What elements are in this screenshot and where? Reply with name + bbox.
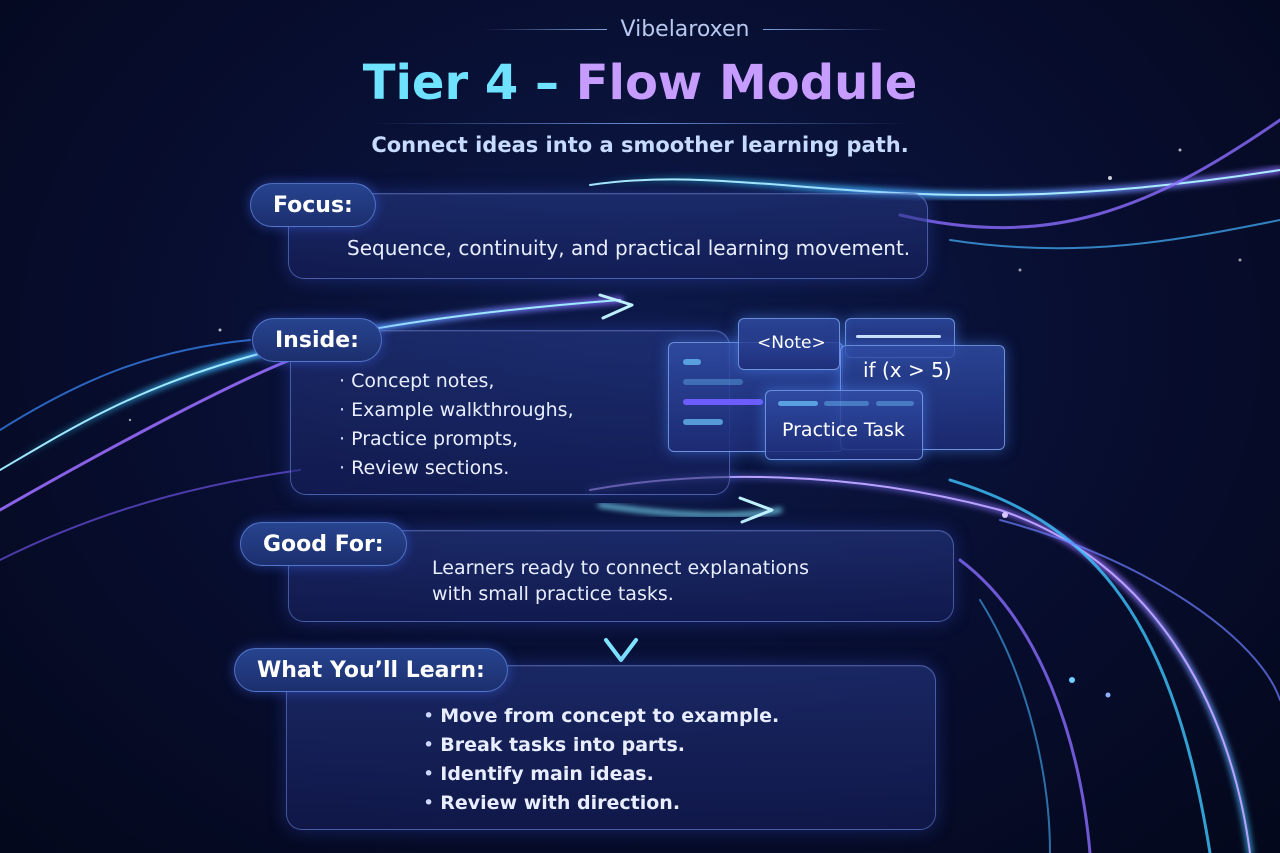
good-for-card: Learners ready to connect explanations w… [288,530,954,622]
note-panel: <Note> [738,318,840,370]
learn-card: Move from concept to example. Break task… [286,665,936,830]
note-tag: <Note> [757,333,826,353]
learn-item: Review with direction. [423,789,779,818]
inside-item: Review sections. [339,454,574,483]
inside-item: Concept notes, [339,367,574,396]
outline-bar [683,359,701,365]
learn-item: Break tasks into parts. [423,731,779,760]
good-for-label: Good For: [240,522,407,566]
header-bar [856,335,941,338]
learn-list: Move from concept to example. Break task… [423,702,779,818]
outline-bar [683,379,743,385]
title-module: Flow Module [575,55,918,111]
brand-row: Vibelaroxen [450,16,920,42]
page-title: Tier 4 – Flow Module [300,55,980,111]
inside-item: Practice prompts, [339,425,574,454]
title-divider [370,123,910,124]
brand-divider-right [763,28,889,30]
practice-bar [876,401,914,406]
inside-item: Example walkthroughs, [339,396,574,425]
focus-card: Sequence, continuity, and practical lear… [288,193,928,279]
focus-text: Sequence, continuity, and practical lear… [347,236,911,260]
practice-bar [778,401,818,406]
inside-card: Concept notes, Example walkthroughs, Pra… [290,330,730,495]
focus-label: Focus: [250,183,376,227]
learn-item: Move from concept to example. [423,702,779,731]
outline-bar [683,419,723,425]
title-tier: Tier 4 – [362,55,559,111]
brand-name: Vibelaroxen [620,16,750,42]
practice-task-label: Practice Task [782,419,905,441]
practice-bar [824,401,869,406]
page-subtitle: Connect ideas into a smoother learning p… [371,133,909,157]
practice-task-panel: Practice Task [765,390,923,460]
inside-label: Inside: [252,318,382,362]
good-for-line2: with small practice tasks. [432,583,674,605]
learn-item: Identify main ideas. [423,760,779,789]
inside-list: Concept notes, Example walkthroughs, Pra… [339,367,574,483]
code-snippet: if (x > 5) [863,358,952,382]
outline-bar [683,399,763,405]
good-for-line1: Learners ready to connect explanations [432,557,810,579]
learn-label: What You’ll Learn: [234,648,508,692]
brand-divider-left [481,28,607,30]
